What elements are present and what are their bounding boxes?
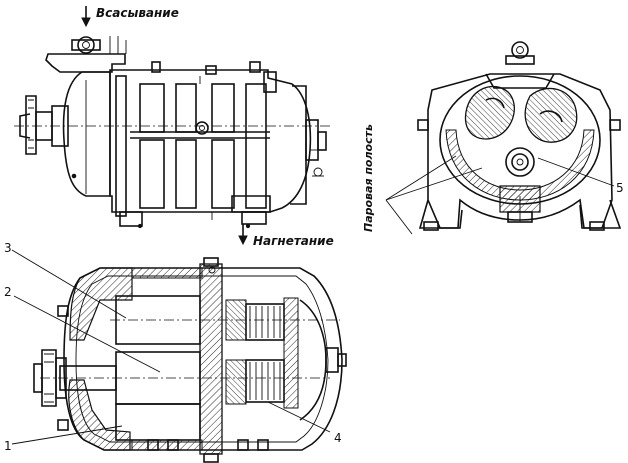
label-4: 4 — [334, 431, 342, 445]
label-5: 5 — [616, 181, 624, 195]
shaft-bore — [505, 147, 535, 177]
discharge-arrow-head — [238, 235, 248, 246]
inner-bore — [439, 75, 601, 205]
suction-label: Всасывание — [96, 6, 179, 20]
longitudinal-section — [11, 249, 347, 463]
rotor-left — [464, 85, 515, 140]
leader-5 — [537, 157, 615, 187]
side-view — [14, 6, 330, 229]
leader-1 — [11, 425, 123, 445]
middle-partition — [199, 263, 223, 455]
suction-flange — [45, 53, 126, 73]
section-lifting-eye — [511, 41, 529, 59]
label-3: 3 — [4, 241, 12, 255]
leader-3 — [11, 249, 127, 319]
gear-upper — [245, 303, 285, 341]
bearing-cover — [283, 297, 299, 409]
rotor-right — [524, 87, 578, 143]
label-1: 1 — [4, 439, 12, 453]
label-2: 2 — [4, 285, 12, 299]
drive-shaft — [59, 365, 117, 391]
steam-cavity-label: Паровая полость — [362, 124, 375, 232]
steam-cavity-leader-1 — [385, 155, 457, 201]
leader-4 — [267, 401, 331, 433]
body-ribs — [115, 75, 270, 217]
steam-cavity-leader-2 — [385, 167, 483, 201]
left-cover — [62, 71, 111, 197]
steam-jacket-band — [445, 129, 595, 201]
gear-lower — [245, 359, 285, 403]
housing-outline — [63, 267, 343, 451]
steam-cavity-leader-3 — [385, 199, 413, 235]
inlet-wall-section — [69, 267, 133, 341]
leader-2 — [13, 295, 161, 373]
suction-arrow-head — [81, 17, 91, 28]
pump-body — [109, 69, 312, 213]
cross-section-view — [385, 41, 622, 235]
lifting-eye — [77, 36, 95, 54]
discharge-label: Нагнетание — [253, 234, 334, 248]
center-plug — [195, 121, 209, 135]
